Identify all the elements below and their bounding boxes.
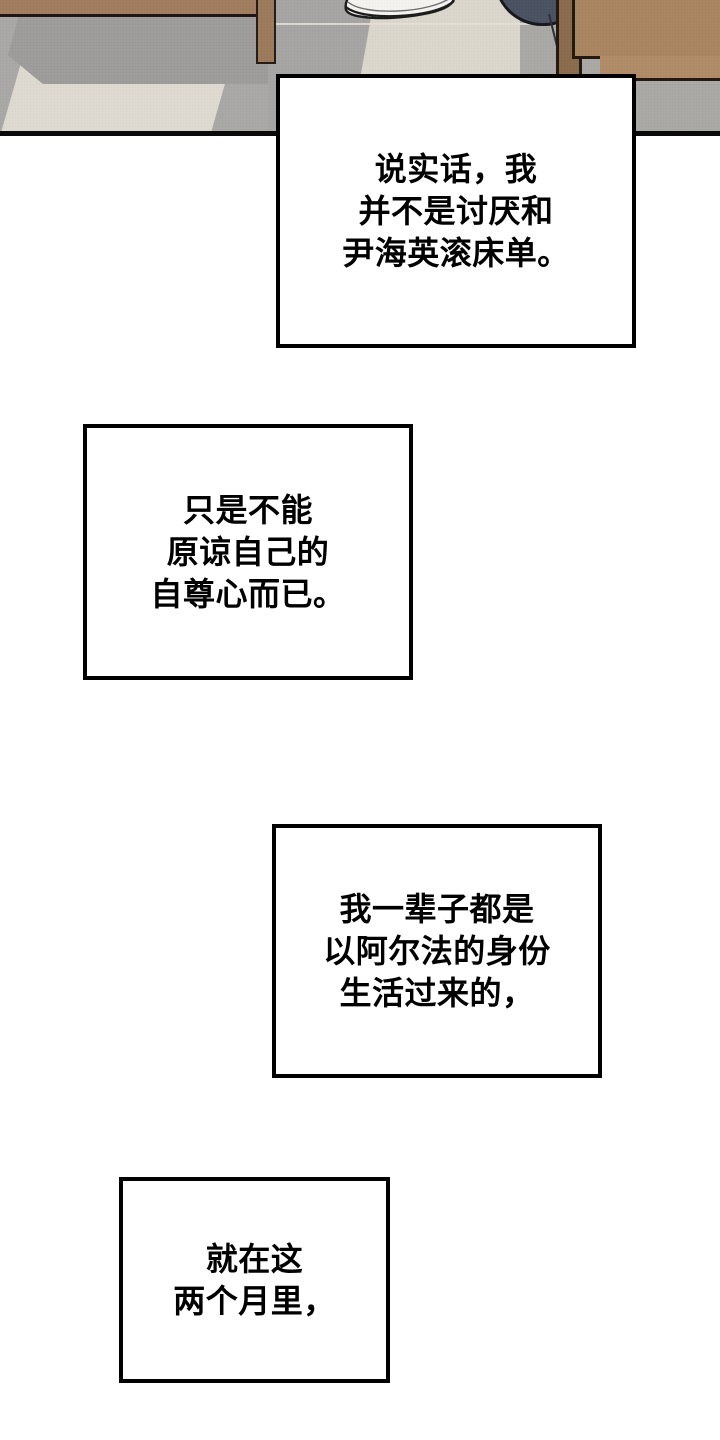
floor-shadow [8, 12, 298, 84]
narration-box-2: 只是不能 原谅自己的 自尊心而已。 [83, 424, 413, 680]
narration-box-1-text: 说实话，我 并不是讨厌和 尹海英滚床单。 [342, 149, 570, 273]
white-sneaker-icon [340, 0, 458, 22]
narration-box-3: 我一辈子都是 以阿尔法的身份 生活过来的， [272, 824, 602, 1078]
wooden-table-edge-left [0, 0, 268, 17]
wooden-table-surface-right [572, 0, 720, 59]
narration-box-3-text: 我一辈子都是 以阿尔法的身份 生活过来的， [323, 889, 551, 1013]
narration-box-1: 说实话，我 并不是讨厌和 尹海英滚床单。 [276, 74, 636, 348]
narration-box-4-text: 就在这 两个月里， [173, 1239, 336, 1320]
narration-box-4: 就在这 两个月里， [119, 1177, 390, 1383]
wooden-table-leg-left [256, 0, 276, 64]
floor-seam-line [258, 23, 558, 25]
narration-box-2-text: 只是不能 原谅自己的 自尊心而已。 [150, 490, 346, 614]
